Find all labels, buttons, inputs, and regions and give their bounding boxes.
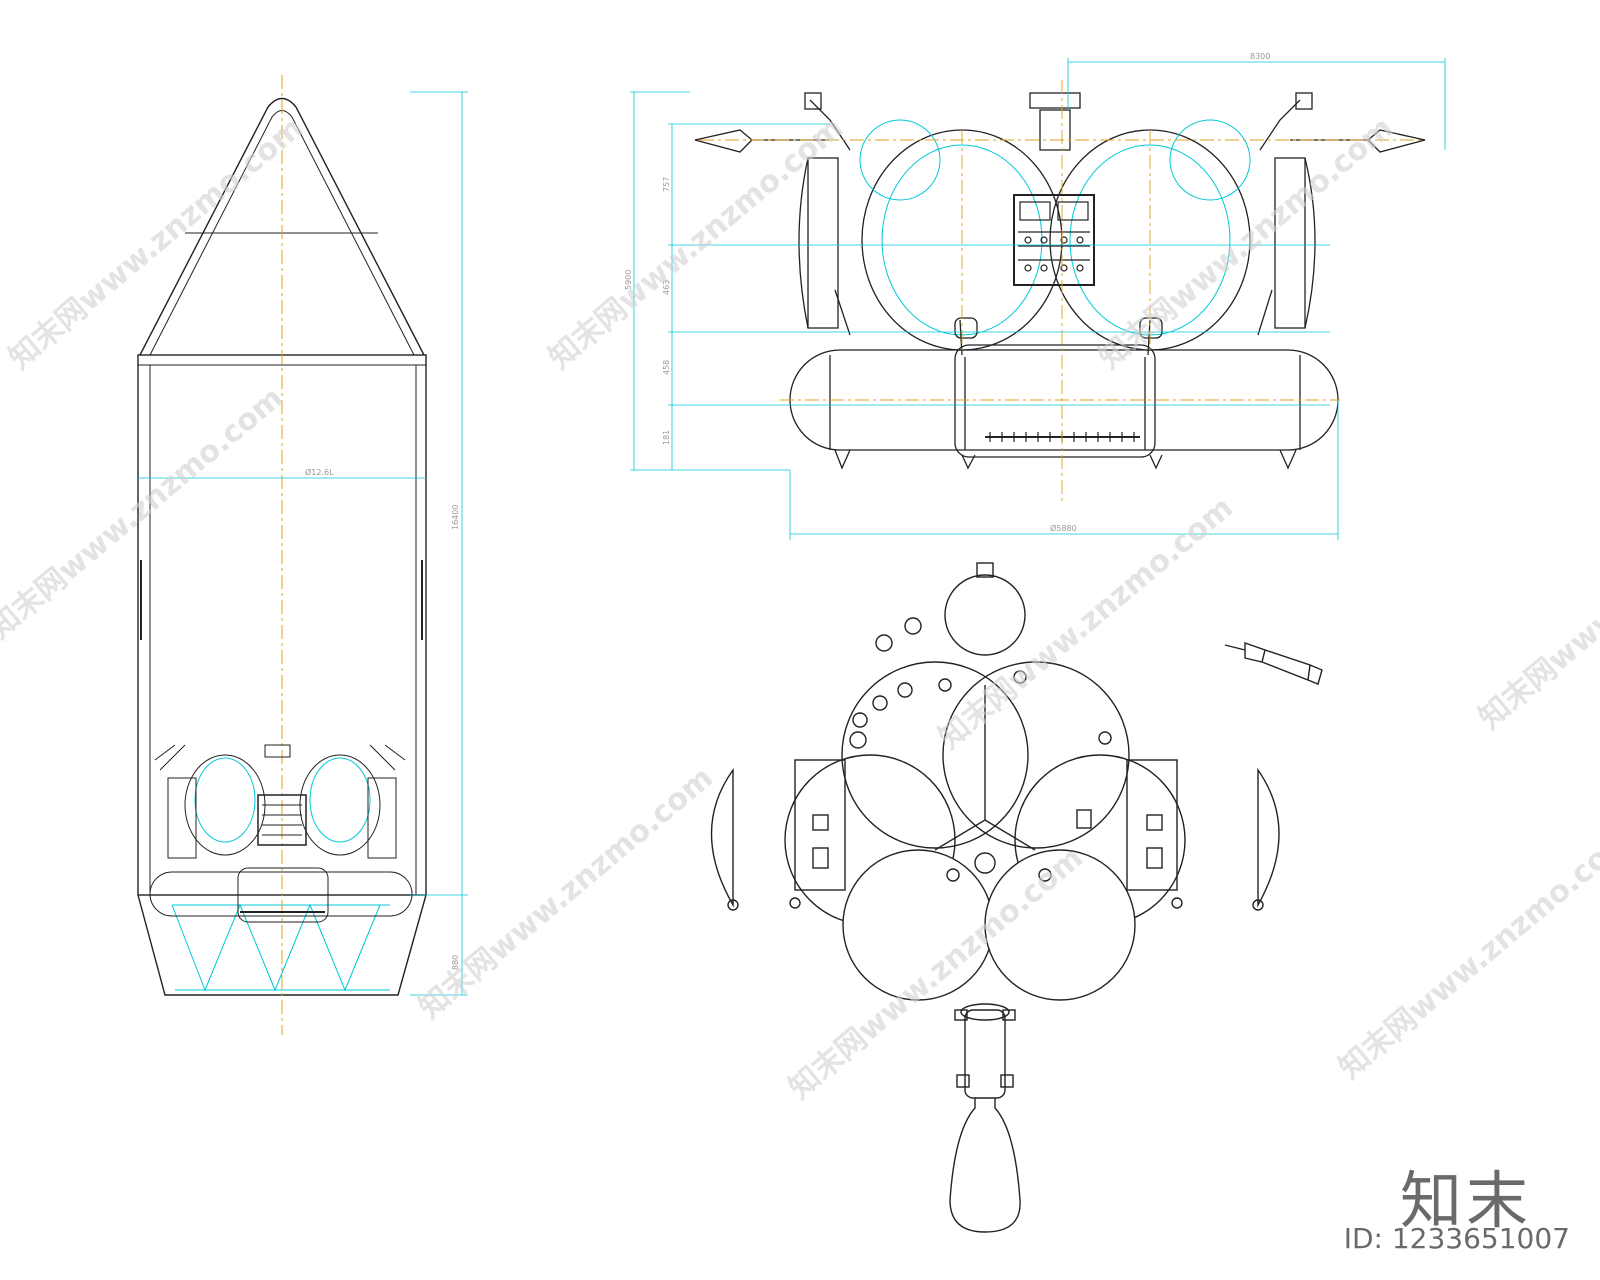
watermark-text: 知末网www.znzmo.com [1333, 820, 1600, 1086]
brand-logo: 知末 [1399, 1164, 1532, 1237]
elevation-seg3-label: 458 [662, 360, 671, 375]
elevation-view [694, 92, 1426, 470]
plan-engine-nozzle [949, 1098, 1021, 1233]
elevation-dimensions [630, 58, 1446, 540]
elevation-seg4-label: 181 [662, 430, 671, 445]
elevation-base-width-label: Ø5880 [1050, 523, 1077, 533]
fairing-lander [149, 744, 413, 923]
plan-engine-body [964, 1009, 1006, 1099]
elevation-right-panel [1274, 157, 1306, 329]
elevation-left-panel [807, 157, 839, 329]
elevation-height-label: 5900 [624, 270, 633, 290]
plan-upper-right-sphere [942, 661, 1130, 849]
watermark-text: 知末网www.znzmo.com [933, 490, 1240, 756]
elevation-nozzle-row [985, 432, 1140, 442]
watermark-text: 知末网www.znzmo.com [0, 380, 290, 646]
elevation-centerlines [700, 80, 1425, 505]
watermark-text: 知末网www.znzmo.com [3, 110, 310, 376]
plan-view [710, 562, 1323, 1233]
plan-left-panel [710, 767, 734, 908]
fairing-truss [171, 903, 390, 992]
fairing-nose-cone [139, 97, 425, 356]
elevation-seg2-label: 463 [662, 280, 671, 295]
plan-top-sphere [944, 574, 1026, 656]
watermark-text: 知末网www.znzmo.com [1473, 470, 1600, 736]
image-id-label: ID: 1233651007 [1343, 1222, 1570, 1255]
fairing-height-label: 16400 [451, 505, 460, 530]
plan-lower-right-sphere [984, 849, 1136, 1001]
elevation-top-width-label: 8300 [1250, 52, 1270, 61]
plan-right-panel [1257, 767, 1280, 908]
fairing-diameter-label: Ø12.6L [305, 467, 334, 477]
watermark-text: 知末网www.znzmo.com [1093, 110, 1400, 376]
fairing-bottom-label: 880 [451, 955, 460, 970]
watermark-text: 知末网www.znzmo.com [413, 760, 720, 1026]
plan-upper-left-sphere [841, 661, 1029, 849]
elevation-seg1-label: 757 [662, 177, 671, 192]
plan-loose-part [1224, 642, 1323, 685]
fairing-centerline [138, 75, 468, 1035]
elevation-instrument-box [1013, 194, 1095, 286]
watermark-text: 知末网www.znzmo.com [543, 110, 850, 376]
